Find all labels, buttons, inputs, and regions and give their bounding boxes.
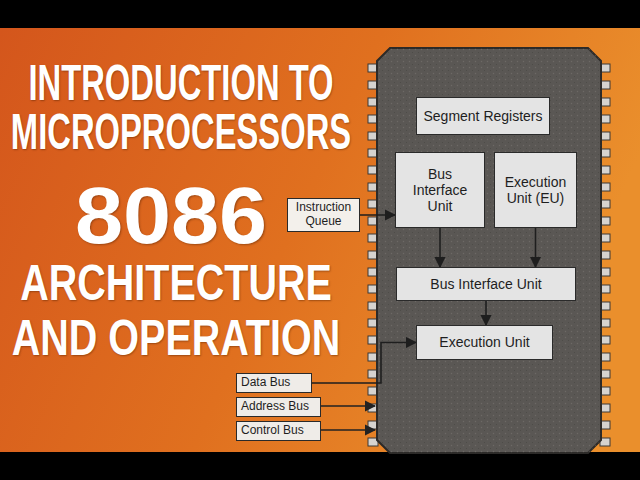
chip-number: 8086: [9, 176, 333, 256]
box-text: Segment Registers: [423, 108, 542, 124]
address-bus-arrow: [321, 405, 375, 407]
unit-box: Execution Unit: [416, 325, 553, 360]
box-text: Address Bus: [241, 400, 309, 414]
chip-body: [377, 48, 601, 453]
box-text: Execution Unit (EU): [499, 174, 572, 206]
bus-label-box: Control Bus: [236, 421, 321, 441]
box-text: Instruction Queue: [292, 201, 355, 229]
connector-arrow: [485, 301, 487, 325]
box-text: Bus Interface Unit: [430, 276, 541, 292]
connector-arrow: [360, 214, 395, 216]
chip-texture: [377, 48, 601, 453]
connector-arrow: [439, 228, 441, 267]
bus-label-box: Address Bus: [236, 397, 321, 417]
box-text: Execution Unit: [439, 334, 529, 350]
bus-label-box: Data Bus: [236, 373, 312, 393]
box-text: Data Bus: [241, 376, 290, 390]
unit-box: Bus Interface Unit: [396, 267, 576, 301]
box-text: Control Bus: [241, 424, 304, 438]
register-box: Segment Registers: [416, 97, 550, 135]
queue-box: Instruction Queue: [287, 198, 360, 232]
title: INTRODUCTION TO MICROPROCESSORS: [0, 59, 364, 157]
unit-box: Execution Unit (EU): [494, 152, 577, 228]
box-text: Bus Interface Unit: [400, 166, 480, 214]
connector-arrow: [535, 228, 537, 267]
subtitle: ARCHITECTURE AND OPERATION: [2, 256, 350, 366]
unit-box: Bus Interface Unit: [395, 152, 485, 228]
control-bus-arrow: [321, 429, 375, 431]
